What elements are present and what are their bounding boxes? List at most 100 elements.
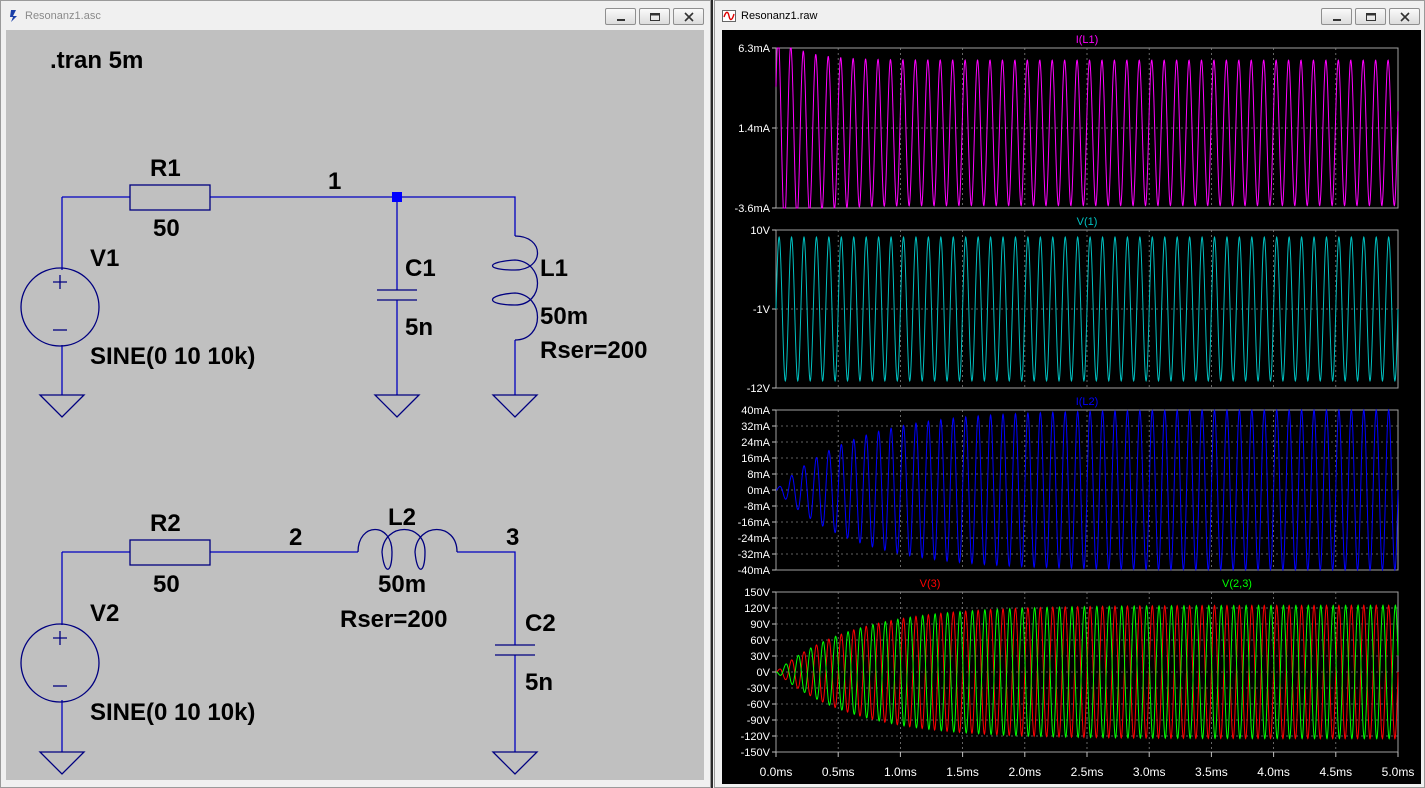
v1-name[interactable]: V1 (90, 245, 119, 272)
tran-directive[interactable]: .tran 5m (50, 47, 143, 74)
trace-label[interactable]: V(2,3) (1222, 578, 1252, 590)
trace-i-l1[interactable] (775, 47, 1399, 209)
y-tick-label: 0V (757, 667, 771, 679)
v2-plus-sign (53, 631, 67, 645)
l1-value[interactable]: 50m (540, 303, 588, 330)
l2-name[interactable]: L2 (388, 504, 416, 531)
r2-name[interactable]: R2 (150, 510, 181, 537)
ltspice-schematic-icon (10, 10, 17, 22)
y-tick-label: -1V (753, 304, 771, 316)
r1-resistor[interactable] (129, 184, 211, 211)
r1-name[interactable]: R1 (150, 155, 181, 182)
schematic-canvas[interactable]: .tran 5m R1 50 1 V1 SINE(0 10 10k) C1 5n… (6, 30, 704, 780)
trace-label[interactable]: I(L1) (1076, 34, 1099, 46)
r2-value[interactable]: 50 (153, 571, 180, 598)
ground-c2 (491, 751, 539, 775)
window-title: Resonanz1.raw (741, 10, 818, 22)
v1-value[interactable]: SINE(0 10 10k) (90, 343, 255, 370)
x-tick-label: 2.0ms (1008, 765, 1041, 779)
c1-capacitor[interactable] (377, 289, 417, 301)
maximize-button[interactable] (1355, 8, 1386, 25)
y-tick-label: 120V (744, 603, 770, 615)
y-tick-label: -40mA (738, 565, 771, 577)
y-tick-label: 16mA (741, 453, 770, 465)
x-tick-label: 5.0ms (1382, 765, 1415, 779)
l2-rser[interactable]: Rser=200 (340, 606, 447, 633)
wire[interactable] (210, 196, 516, 236)
y-tick-label: -60V (747, 699, 771, 711)
y-tick-label: -3.6mA (735, 203, 771, 215)
v1-source[interactable] (20, 267, 100, 347)
x-tick-label: 0.5ms (822, 765, 855, 779)
wire[interactable] (457, 551, 516, 645)
y-tick-label: -90V (747, 715, 771, 727)
l1-name[interactable]: L1 (540, 255, 568, 282)
r2-resistor[interactable] (129, 539, 211, 566)
y-tick-label: 60V (750, 635, 770, 647)
r1-value[interactable]: 50 (153, 215, 180, 242)
x-tick-label: 2.5ms (1071, 765, 1104, 779)
trace-v-2-3[interactable] (775, 604, 1399, 740)
y-tick-label: -24mA (738, 533, 771, 545)
y-tick-label: -150V (741, 747, 771, 759)
x-tick-label: 3.5ms (1195, 765, 1228, 779)
l2-inductor[interactable] (357, 528, 458, 570)
pane-i-l2[interactable]: 40mA32mA24mA16mA8mA0mA-8mA-16mA-24mA-32m… (738, 396, 1399, 577)
circuit-2 (61, 551, 516, 752)
node1-junction (392, 192, 402, 202)
l1-inductor[interactable] (492, 235, 539, 341)
waveform-titlebar[interactable]: Resonanz1.raw (715, 1, 1424, 31)
close-button[interactable] (1389, 8, 1420, 25)
minimize-button[interactable] (605, 8, 636, 25)
close-button[interactable] (673, 8, 704, 25)
c1-name[interactable]: C1 (405, 255, 436, 282)
pane-i-l1[interactable]: 6.3mA 1.4mA -3.6mA I(L1) (735, 34, 1399, 215)
trace-label[interactable]: V(1) (1077, 216, 1098, 228)
y-tick-label: -16mA (738, 517, 771, 529)
y-tick-label: 32mA (741, 421, 770, 433)
ground-l1 (491, 394, 539, 418)
y-tick-label: -8mA (744, 501, 771, 513)
v2-source[interactable] (20, 623, 100, 703)
maximize-button[interactable] (639, 8, 670, 25)
x-tick-label: 4.0ms (1257, 765, 1290, 779)
x-tick-label: 1.0ms (884, 765, 917, 779)
c2-capacitor[interactable] (495, 644, 535, 656)
x-tick-label: 1.5ms (946, 765, 979, 779)
y-tick-label: -30V (747, 683, 771, 695)
node1-label: 1 (328, 168, 341, 195)
y-tick-label: 6.3mA (738, 43, 770, 55)
ground-c1 (373, 394, 421, 418)
window-title: Resonanz1.asc (25, 10, 101, 22)
pane-v3-v23[interactable]: 150V120V90V60V30V0V-30V-60V-90V-120V-150… (741, 578, 1399, 759)
trace-v-1[interactable] (775, 235, 1399, 383)
trace-label[interactable]: I(L2) (1076, 396, 1099, 408)
y-tick-label: -32mA (738, 549, 771, 561)
y-tick-label: 24mA (741, 437, 770, 449)
x-tick-label: 4.5ms (1319, 765, 1352, 779)
y-tick-label: 40mA (741, 405, 770, 417)
v2-name[interactable]: V2 (90, 600, 119, 627)
node3-label: 3 (506, 524, 519, 551)
minimize-button[interactable] (1321, 8, 1352, 25)
y-tick-label: -12V (747, 383, 771, 395)
y-tick-label: -120V (741, 731, 771, 743)
c2-value[interactable]: 5n (525, 669, 553, 696)
ground-v1 (38, 394, 86, 418)
x-tick-label: 0.0ms (760, 765, 793, 779)
trace-label[interactable]: V(3) (920, 578, 941, 590)
l2-value[interactable]: 50m (378, 571, 426, 598)
waveform-viewer-icon (722, 10, 736, 22)
y-tick-label: 90V (750, 619, 770, 631)
v1-plus-sign (53, 275, 67, 289)
trace-i-l2[interactable] (775, 408, 1399, 572)
v2-value[interactable]: SINE(0 10 10k) (90, 699, 255, 726)
c2-name[interactable]: C2 (525, 610, 556, 637)
l1-rser[interactable]: Rser=200 (540, 337, 647, 364)
schematic-titlebar[interactable]: Resonanz1.asc (1, 1, 710, 31)
y-tick-label: 1.4mA (738, 123, 770, 135)
c1-value[interactable]: 5n (405, 314, 433, 341)
